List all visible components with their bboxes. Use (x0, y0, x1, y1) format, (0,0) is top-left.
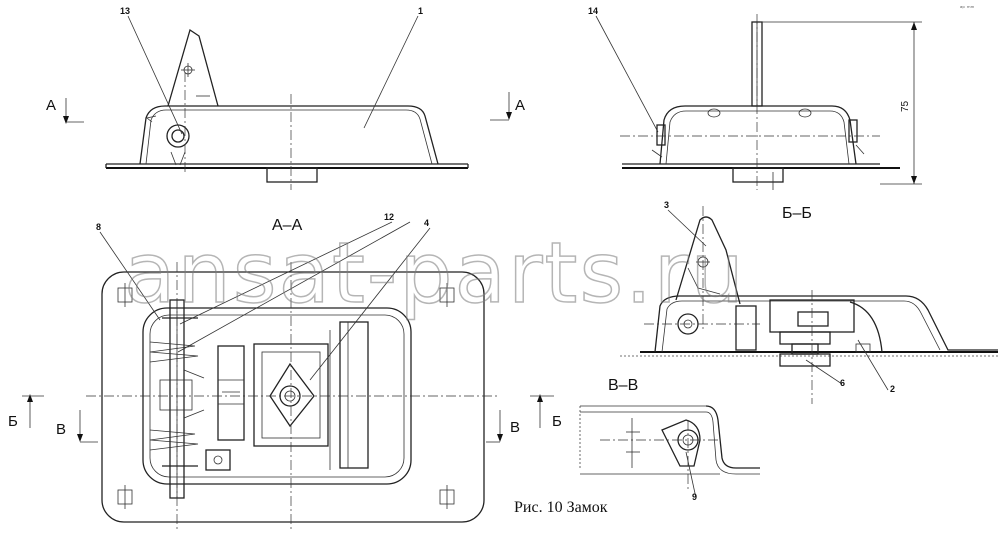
corner-mark: ᵃᵖ ᵐᵐ (960, 5, 975, 12)
callout-3: 3 (664, 200, 669, 210)
callout-6: 6 (840, 378, 845, 388)
view-mark-v-right: В (510, 419, 520, 436)
leader-lines (99, 15, 889, 499)
section-title-bb: Б–Б (782, 205, 812, 222)
callout-13: 13 (120, 6, 130, 16)
callout-2: 2 (890, 384, 895, 394)
side-view-right: 75 (620, 14, 922, 190)
dimension-75-label: 75 (900, 100, 911, 112)
callout-9: 9 (692, 492, 697, 502)
figure-caption: Рис. 10 Замок (514, 499, 608, 516)
view-mark-b-right: Б (552, 413, 562, 430)
section-bb-view (620, 206, 1000, 404)
callout-14: 14 (588, 6, 598, 16)
view-mark-a-left: А (46, 97, 56, 114)
section-vv-view (579, 405, 760, 490)
callout-8: 8 (96, 222, 101, 232)
section-title-aa: А–А (272, 217, 303, 234)
view-mark-b-left: Б (8, 413, 18, 430)
callout-1: 1 (418, 6, 423, 16)
section-title-vv: В–В (608, 377, 638, 394)
view-arrows (22, 92, 554, 443)
front-view-left (105, 28, 469, 190)
watermark-text: ansat-parts.ru (124, 224, 746, 322)
callout-4: 4 (424, 218, 429, 228)
view-mark-v-left: В (56, 421, 66, 438)
callout-12: 12 (384, 212, 394, 222)
view-mark-a-right: А (515, 97, 525, 114)
